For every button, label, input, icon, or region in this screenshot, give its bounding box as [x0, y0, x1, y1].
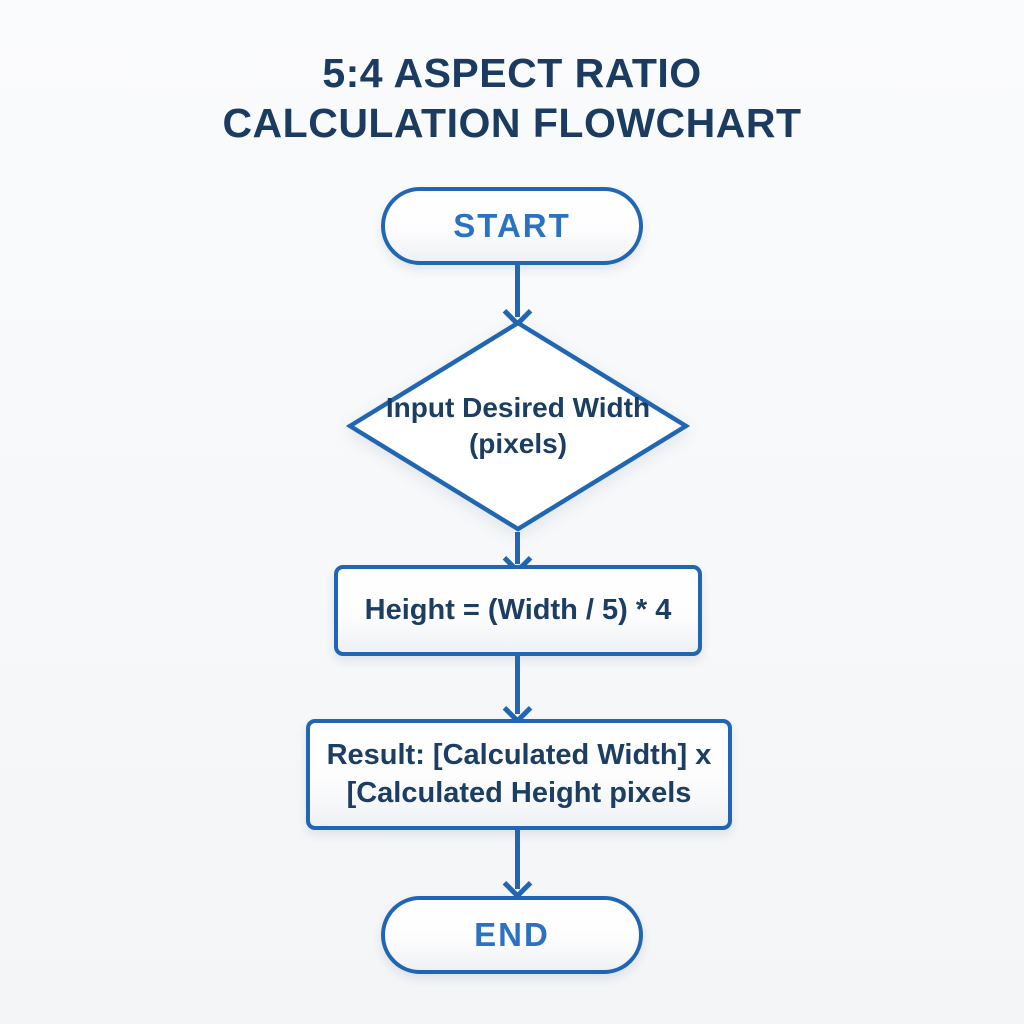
flow-node-end: END [381, 896, 643, 974]
diamond-shape [346, 320, 690, 532]
input-decision-line2: (pixels) [468, 428, 568, 459]
connector-arrow-start-to-input [502, 263, 532, 328]
page-title-line2: CALCULATION FLOWCHART [222, 100, 802, 147]
result-line2: [Calculated Height pixels [346, 776, 692, 809]
arrow-line [514, 654, 520, 714]
page-title-line1: 5:4 ASPECT RATIO [322, 50, 702, 96]
connector-arrow-calc-to-result [502, 654, 532, 725]
flow-node-calc: Height = (Width / 5) * 4 [334, 565, 702, 656]
result-line1: Result: [Calculated Width] x [326, 739, 712, 772]
input-decision-line1: Input Desired Width [385, 392, 651, 424]
end-label: END [474, 916, 550, 953]
connector-arrow-result-to-end [502, 829, 532, 900]
arrow-down-icon [502, 869, 532, 900]
input-decision-label: Input Desired Width (pixels) [346, 320, 690, 532]
start-label: START [453, 207, 571, 244]
arrow-line [514, 263, 520, 317]
flow-node-start: START [381, 187, 643, 265]
flow-node-result: Result: [Calculated Width] x [Calculated… [306, 719, 732, 830]
page-title: 5:4 ASPECT RATIO CALCULATION FLOWCHART [0, 48, 1024, 148]
arrow-line [514, 829, 520, 889]
calc-label: Height = (Width / 5) * 4 [364, 593, 672, 626]
result-label: Result: [Calculated Width] x [Calculated… [327, 737, 712, 811]
connector-arrow-input-to-calc [502, 532, 532, 575]
arrow-line [514, 532, 520, 564]
flow-node-input-decision: Input Desired Width (pixels) [346, 320, 690, 532]
